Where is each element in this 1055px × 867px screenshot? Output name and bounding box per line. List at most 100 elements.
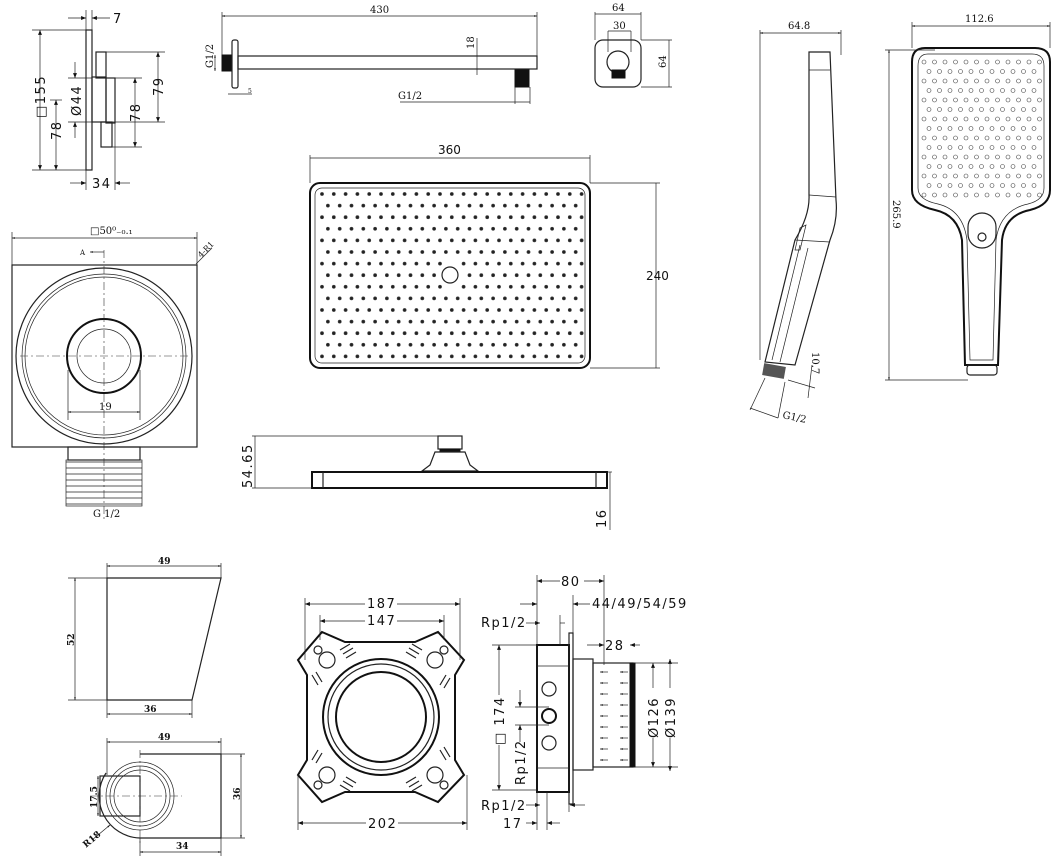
nozzle — [449, 308, 454, 312]
nozzle — [1031, 164, 1037, 169]
nozzle — [396, 203, 401, 208]
nozzle — [567, 284, 572, 289]
nozzle — [974, 135, 979, 141]
nozzle — [995, 192, 1000, 198]
dim-holder-radius: R18 — [82, 830, 104, 851]
nozzle — [432, 250, 437, 254]
nozzle — [390, 261, 395, 266]
nozzle — [963, 59, 969, 65]
nozzle — [963, 78, 969, 84]
nozzle — [320, 215, 324, 220]
nozzle — [573, 273, 578, 278]
nozzle — [538, 319, 543, 324]
nozzle — [556, 331, 560, 336]
nozzle — [932, 135, 937, 141]
nozzle — [438, 261, 442, 266]
dim-holder-depth: 36 — [233, 787, 243, 800]
nozzle — [932, 192, 937, 198]
nozzle — [942, 173, 948, 179]
nozzle — [538, 250, 543, 254]
nozzle — [432, 319, 437, 324]
nozzle — [485, 308, 490, 312]
nozzle — [556, 308, 560, 312]
dim-depth: 34 — [92, 177, 112, 192]
nozzle — [520, 215, 525, 220]
nozzle — [367, 215, 372, 220]
nozzle — [420, 250, 425, 254]
nozzle — [408, 203, 413, 208]
nozzle — [995, 173, 1000, 179]
nozzle — [1021, 107, 1026, 112]
nozzle — [497, 331, 501, 336]
nozzle — [449, 354, 454, 359]
nozzle — [958, 145, 963, 150]
nozzle — [491, 250, 496, 254]
nozzle — [968, 69, 974, 74]
hand-shower-side-view: 64.8 10.7 G1/2 — [749, 21, 842, 426]
nozzle — [449, 331, 454, 336]
nozzle — [485, 238, 490, 243]
nozzle — [508, 192, 513, 196]
nozzle — [379, 284, 383, 289]
dim-thread: G 1/2 — [93, 509, 120, 520]
nozzle — [1000, 126, 1005, 131]
nozzle — [320, 354, 324, 359]
nozzle — [1016, 192, 1021, 198]
nozzle — [1021, 164, 1026, 169]
nozzle — [953, 135, 958, 141]
nozzle — [331, 192, 336, 196]
nozzle — [355, 354, 360, 359]
nozzle — [426, 354, 431, 359]
nozzle — [325, 342, 330, 347]
nozzle — [520, 261, 525, 266]
nozzle — [953, 154, 958, 160]
nozzle — [379, 354, 383, 359]
nozzle — [979, 69, 984, 74]
nozzle — [355, 238, 360, 243]
nozzle — [520, 284, 525, 289]
nozzle — [331, 215, 336, 220]
nozzle — [485, 261, 490, 266]
nozzle — [514, 319, 519, 324]
nozzle — [968, 145, 974, 150]
hand-nozzle-grid — [921, 59, 1042, 198]
nozzle — [373, 319, 378, 324]
nozzle — [562, 342, 566, 347]
nozzle — [408, 250, 413, 254]
nozzle — [984, 192, 990, 198]
nozzle — [995, 135, 1000, 141]
nozzle — [947, 164, 953, 169]
nozzle — [455, 296, 460, 301]
nozzle — [402, 308, 407, 312]
nozzle — [532, 261, 537, 266]
nozzle — [979, 164, 984, 169]
nozzle — [1016, 173, 1021, 179]
nozzle — [562, 273, 566, 278]
nozzle — [1031, 126, 1037, 131]
nozzle — [1021, 69, 1026, 74]
nozzle — [544, 215, 549, 220]
nozzle — [532, 192, 537, 196]
nozzle — [538, 226, 543, 231]
nozzle — [349, 203, 354, 208]
nozzle — [1005, 78, 1011, 84]
nozzle — [567, 354, 572, 359]
nozzle — [325, 273, 330, 278]
nozzle — [567, 192, 572, 196]
nozzle — [520, 354, 525, 359]
nozzle — [921, 154, 927, 160]
nozzle — [367, 192, 372, 196]
dim-frame-overall: 202 — [368, 817, 397, 832]
nozzle — [958, 164, 963, 169]
nozzle — [491, 203, 496, 208]
nozzle — [1026, 97, 1032, 103]
nozzle — [942, 97, 948, 103]
nozzle — [974, 59, 979, 65]
nozzle — [968, 183, 974, 188]
nozzle — [473, 215, 478, 220]
nozzle — [1005, 192, 1011, 198]
nozzle — [402, 354, 407, 359]
nozzle — [989, 126, 995, 131]
nozzle — [473, 331, 478, 336]
nozzle — [567, 215, 572, 220]
